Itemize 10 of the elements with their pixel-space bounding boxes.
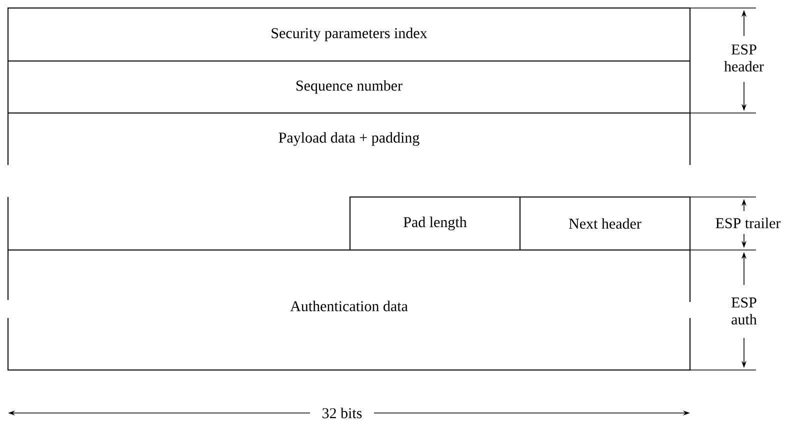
field-box: Security parameters index	[8, 8, 690, 62]
dimension-label: 32 bits	[322, 408, 362, 418]
field-box: Payload data + padding	[8, 112, 690, 166]
field-box: Pad length	[350, 196, 520, 250]
field-box: Next header	[520, 196, 690, 250]
field-box: Authentication data	[8, 250, 690, 370]
dimension-label: ESP header	[724, 44, 764, 72]
dimension-label: ESP auth	[732, 297, 757, 325]
dimension-label: ESP trailer	[716, 218, 781, 228]
field-box: Sequence number	[8, 60, 690, 114]
